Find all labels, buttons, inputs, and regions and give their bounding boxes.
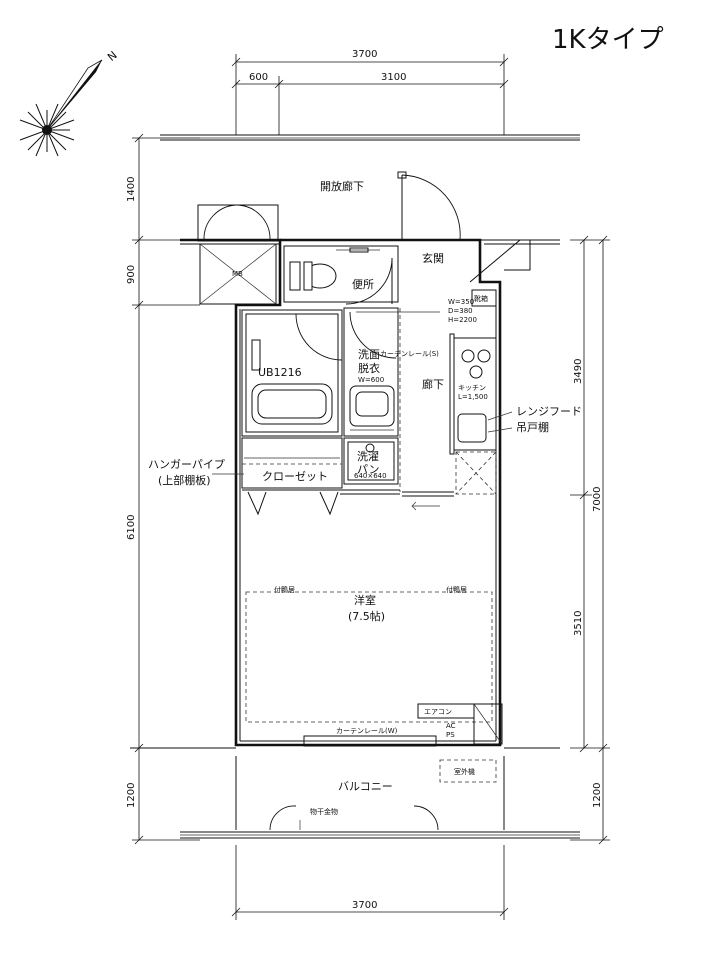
- washer-size: 640×640: [354, 472, 387, 480]
- dim-top-total: 3700: [352, 49, 377, 60]
- toilet-room: 便所: [283, 245, 399, 303]
- balcony-railing: [180, 831, 580, 839]
- closet-label: クローゼット: [262, 470, 328, 483]
- washer-label-1: 洗濯: [357, 450, 379, 463]
- dim-bottom-total: 3700: [352, 900, 377, 911]
- exterior-walls: [130, 238, 560, 749]
- hallway-label: 廊下: [422, 377, 444, 391]
- western-room: 洋室 (7.5帖) 付鴨居 付鴨居: [245, 585, 493, 723]
- dim-left-main: 6100: [126, 515, 137, 540]
- air-conditioner: エアコン AC PS: [417, 703, 503, 745]
- unit-bath: UB1216: [241, 309, 343, 437]
- air-con-label: エアコン: [424, 708, 452, 716]
- laundry-hardware-label: 物干金物: [310, 807, 338, 816]
- shoebox: 靴箱 W=350 D=380 H=2200: [448, 289, 497, 324]
- washer-pan: 洗濯 パン 640×640: [343, 437, 399, 485]
- dim-right-upper: 3490: [573, 359, 584, 384]
- outdoor-unit-label: 室外機: [454, 767, 475, 776]
- vanity-w-label: W=600: [358, 376, 384, 384]
- washroom: 洗面 脱衣 カーテンレール(S) W=600: [343, 307, 439, 437]
- fridge-space: [455, 451, 497, 495]
- unit-bath-label: UB1216: [258, 366, 302, 379]
- mb-doors[interactable]: [197, 204, 279, 242]
- dim-right-balcony: 1200: [592, 783, 603, 808]
- toilet-door[interactable]: [345, 257, 393, 305]
- dim-left-balcony: 1200: [126, 783, 137, 808]
- hanger-pipe-label: ハンガーパイプ: [148, 458, 225, 471]
- north-label: N: [105, 49, 120, 64]
- dim-right-total: 7000: [592, 487, 603, 512]
- dim-left-mb: 900: [126, 265, 137, 284]
- dim-top-left: 600: [249, 72, 268, 83]
- western-room-size: (7.5帖): [348, 610, 385, 623]
- washroom-label-2: 脱衣: [358, 361, 380, 375]
- shoebox-d: D=380: [448, 307, 473, 315]
- curtain-box-right: 付鴨居: [446, 585, 467, 594]
- corridor-railing: [160, 134, 580, 141]
- closet: クローゼット ハンガーパイプ (上部棚板): [148, 437, 343, 489]
- closet-doors[interactable]: [242, 489, 400, 516]
- dim-top-right: 3100: [381, 72, 406, 83]
- plan-title: 1Kタイプ: [552, 25, 664, 55]
- curtain-box-left: 付鴨居: [274, 585, 295, 594]
- mb-box: MB: [199, 243, 277, 305]
- compass-icon: N: [19, 49, 120, 157]
- hanging-shelf-label: 吊戸棚: [516, 420, 549, 434]
- western-room-door[interactable]: [402, 491, 454, 511]
- curtain-rail-w-label: カーテンレール(W): [336, 727, 398, 735]
- entrance-door[interactable]: [397, 171, 461, 241]
- toilet-label: 便所: [352, 278, 374, 291]
- kitchen: キッチン L=1,500 レンジフード 吊戸棚: [449, 333, 582, 455]
- ps-label: PS: [446, 731, 455, 739]
- balcony: 室外機 バルコニー 物干金物: [235, 756, 505, 831]
- shoebox-w: W=350: [448, 298, 474, 306]
- curtain-rail-s-label: カーテンレール(S): [380, 350, 439, 358]
- shoebox-label: 靴箱: [474, 294, 488, 303]
- dim-left-corridor: 1400: [126, 177, 137, 202]
- dimension-bottom: 3700: [231, 845, 509, 920]
- balcony-window[interactable]: カーテンレール(W): [303, 727, 437, 747]
- dim-right-lower: 3510: [573, 611, 584, 636]
- mb-label: MB: [232, 270, 243, 278]
- ac-label: AC: [446, 722, 456, 730]
- washroom-door[interactable]: [349, 311, 397, 359]
- kitchen-label: キッチン: [458, 384, 486, 392]
- range-hood-label: レンジフード: [516, 405, 582, 418]
- upper-shelf-label: (上部棚板): [158, 473, 211, 487]
- dimension-right: 3490 7000 3510 1200: [570, 235, 610, 845]
- washer-label-2: パン: [357, 463, 380, 476]
- washroom-label-1: 洗面: [358, 348, 380, 361]
- kitchen-length: L=1,500: [458, 393, 488, 401]
- dimension-top: 3700 600 3100: [231, 49, 509, 135]
- shoebox-h: H=2200: [448, 316, 477, 324]
- western-room-label: 洋室: [354, 593, 376, 607]
- balcony-label: バルコニー: [338, 780, 393, 793]
- open-corridor-label: 開放廊下: [320, 179, 364, 193]
- entrance-label: 玄関: [422, 251, 444, 265]
